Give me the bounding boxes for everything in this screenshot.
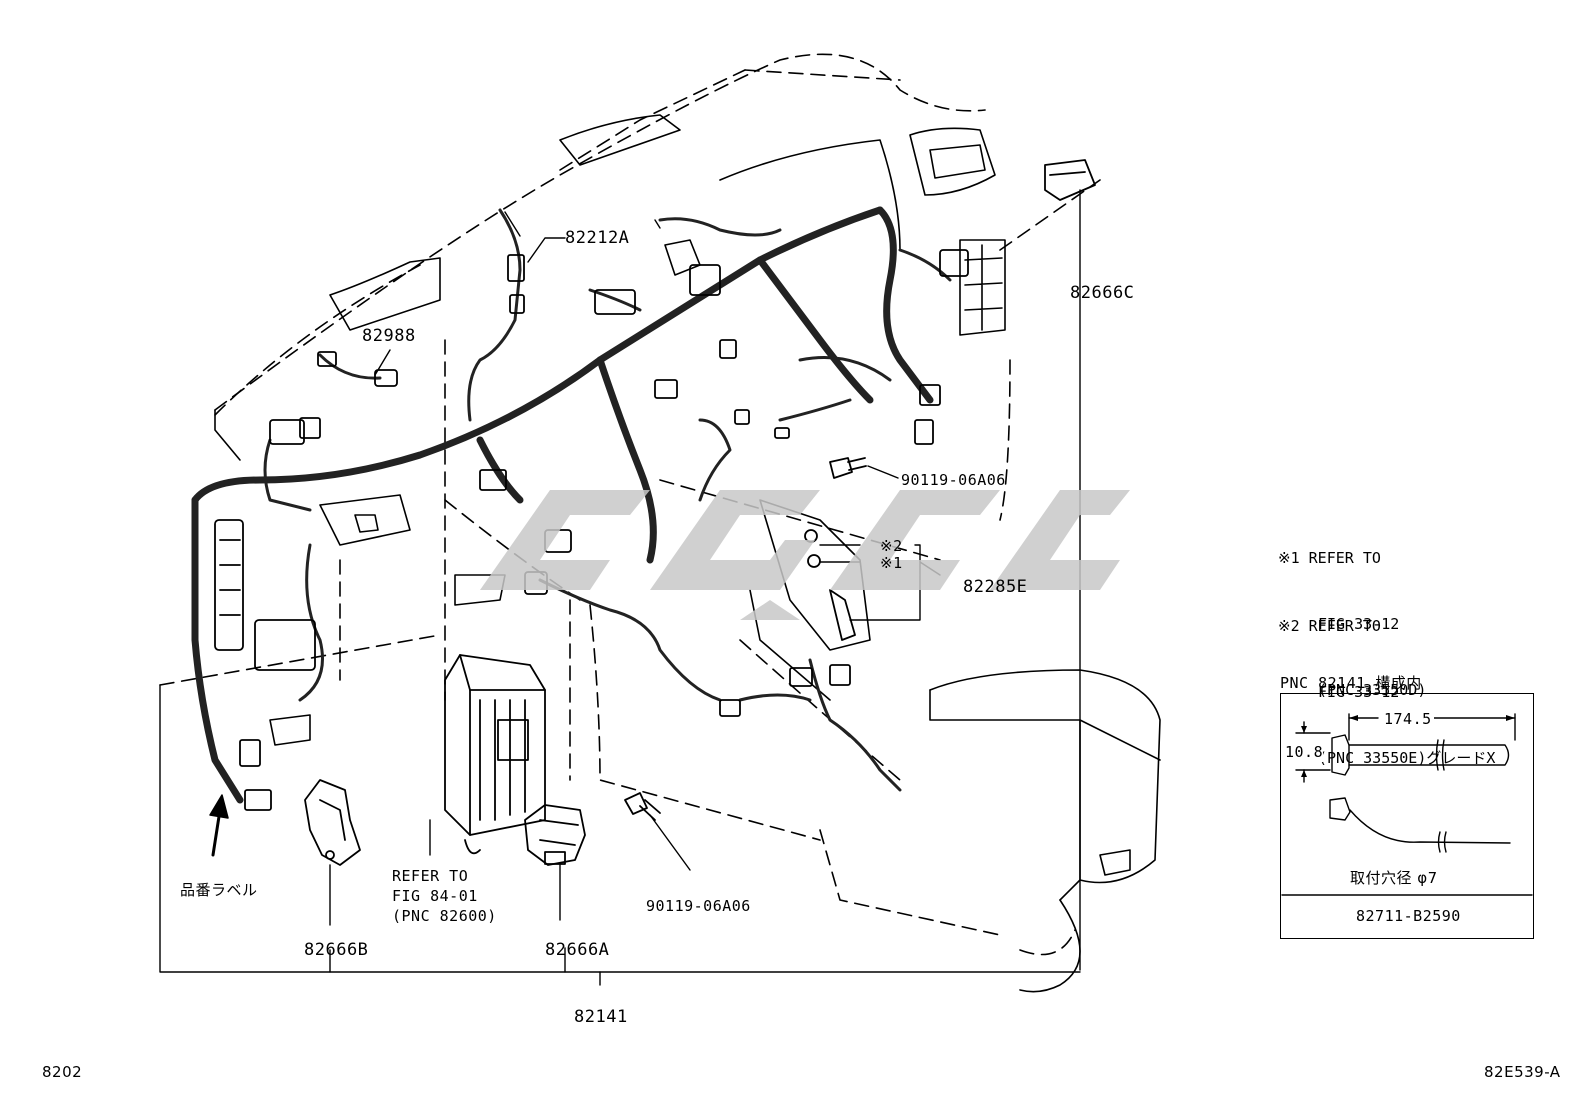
callout-82141: 82141	[574, 1007, 628, 1027]
callout-82285e: 82285E	[963, 577, 1028, 597]
note-2: ※2 REFER TO FIG 33-12 (PNC 33550E)グレードX	[1278, 571, 1495, 791]
page-reference: 8202	[42, 1063, 83, 1081]
leader-lines	[159, 189, 1081, 986]
note-2-mark: ※2	[1278, 617, 1300, 635]
clip-82666c	[1044, 159, 1096, 201]
refer-fig84-line2: FIG 84-01	[392, 887, 478, 905]
callout-82212a: 82212A	[565, 228, 630, 248]
note-1: ※1 REFER TO FIG 33-12 (PNC 33550D)	[1278, 503, 1426, 723]
note-2-line1: REFER TO	[1308, 617, 1381, 635]
refer-fig84-line1: REFER TO	[392, 867, 469, 885]
refer-fig84-line3: (PNC 82600)	[392, 907, 497, 925]
junction-block	[444, 654, 546, 855]
dashboard-outline	[159, 53, 1101, 956]
bolt-90119-bottom	[624, 792, 661, 821]
callout-82666b: 82666B	[304, 940, 369, 960]
inset-box	[1280, 693, 1534, 939]
bracket-82666a	[524, 804, 586, 866]
bolt-90119-top	[829, 457, 867, 479]
bracket-82666b	[304, 779, 361, 866]
inset-length-dimension: 174.5	[1382, 709, 1434, 729]
callout-90119-bottom: 90119-06A06	[646, 897, 751, 915]
note-1-line2: FIG 33-12	[1318, 615, 1400, 633]
callout-82666a: 82666A	[545, 940, 610, 960]
callout-82988: 82988	[362, 326, 416, 346]
dashboard-details	[214, 114, 1161, 993]
inset-caption: PNC 82141 構成内	[1280, 674, 1422, 692]
note-1-line3: (PNC 33550D)	[1318, 681, 1427, 699]
figure-code: 82E539-A	[1484, 1063, 1561, 1081]
connectors	[214, 249, 969, 811]
callout-90119-top: 90119-06A06	[901, 471, 1006, 489]
inset-drawing	[1281, 713, 1533, 896]
note-2-line2: FIG 33-12	[1318, 683, 1400, 701]
note-1-line1: REFER TO	[1308, 549, 1381, 567]
note-2-line3: (PNC 33550E)グレードX	[1318, 749, 1496, 767]
harness-trunk	[191, 206, 934, 804]
part-label-arrow	[209, 794, 229, 857]
inset-part-number: 82711-B2590	[1356, 907, 1461, 925]
inset-height-dimension: 10.8	[1285, 742, 1324, 762]
harness-branches	[263, 208, 952, 792]
callout-mark-2: ※2	[880, 537, 903, 555]
inset-hole-diameter: 取付穴径 φ7	[1350, 869, 1438, 887]
note-1-mark: ※1	[1278, 549, 1300, 567]
callout-82666c: 82666C	[1070, 283, 1135, 303]
part-number-label-caption: 品番ラベル	[180, 881, 258, 899]
callout-mark-1: ※1	[880, 554, 903, 572]
